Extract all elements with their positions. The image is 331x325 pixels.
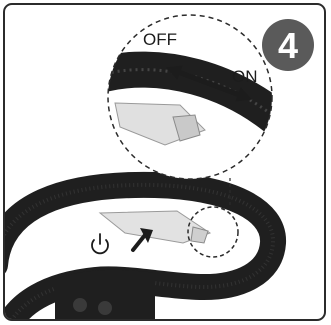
step-number: 4 (278, 25, 298, 66)
handle-loop (5, 185, 273, 319)
step-illustration: OFF ON 4 (5, 5, 324, 319)
on-label: ON (232, 67, 258, 86)
off-label: OFF (143, 30, 177, 49)
instruction-panel: OFF ON 4 (3, 3, 326, 321)
power-icon (92, 234, 108, 253)
